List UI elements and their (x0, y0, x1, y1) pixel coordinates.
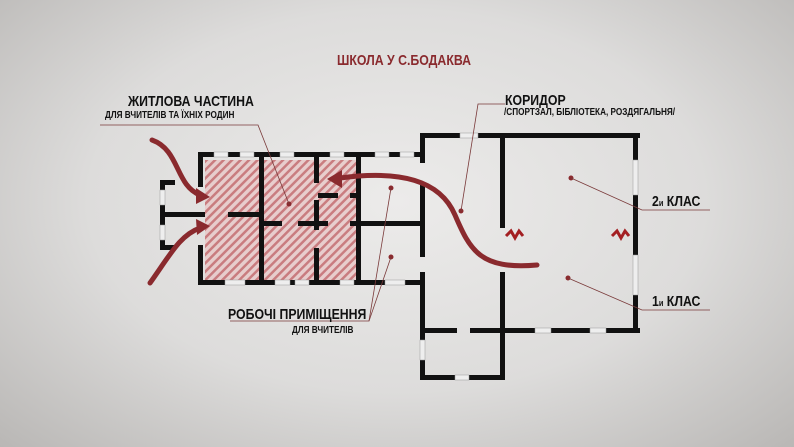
page-title: ШКОЛА У С.БОДАКВА (337, 52, 471, 69)
workrooms-label-sub: ДЛЯ ВЧИТЕЛІВ (292, 325, 354, 336)
class1-number: 1 (652, 293, 659, 310)
flow-arrows (147, 137, 540, 286)
corridor-label-sub: /СПОРТЗАЛ, БІБЛІОТЕКА, РОЗДЯГАЛЬНЯ/ (504, 107, 676, 118)
class1-suffix: и (658, 298, 664, 308)
class2-suffix: и (658, 198, 664, 208)
class2-label: 2и КЛАС (652, 193, 700, 210)
arrow-heads (196, 170, 342, 235)
windows (159, 132, 639, 381)
heater-icons (504, 228, 631, 242)
living-label-title: ЖИТЛОВА ЧАСТИНА (128, 93, 254, 110)
living-label-sub: ДЛЯ ВЧИТЕЛІВ ТА ЇХНІХ РОДИН (105, 110, 235, 121)
workrooms-label-title: РОБОЧІ ПРИМІЩЕННЯ (228, 306, 367, 323)
corridor-label-title: КОРИДОР (505, 92, 566, 109)
class1-label: 1и КЛАС (652, 293, 700, 310)
class1-text: КЛАС (666, 293, 701, 310)
class2-number: 2 (652, 193, 659, 210)
class2-text: КЛАС (666, 193, 701, 210)
leader-lines (100, 103, 710, 322)
